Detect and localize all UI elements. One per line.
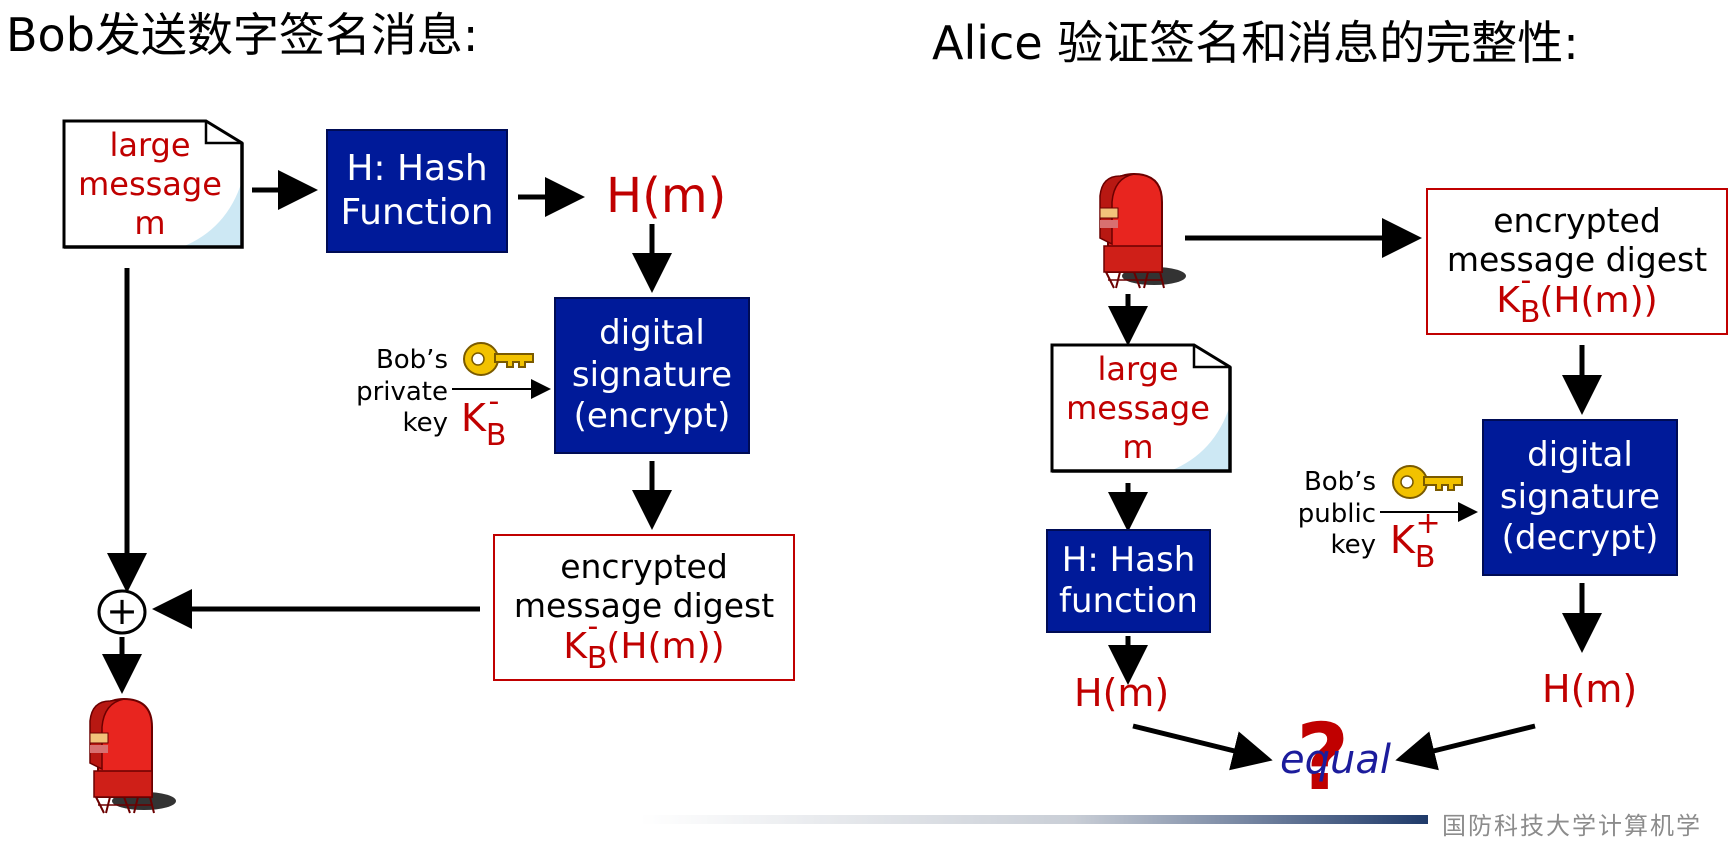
left-sign-box: digital signature (encrypt) [554,297,750,454]
right-hash-box: H: Hash function [1046,529,1211,633]
plus-symbol: + [106,589,138,633]
right-message-text: large message m [1066,350,1210,467]
left-key-symbol: KB- [461,384,507,453]
question-mark: ? [1296,704,1350,811]
left-digest-formula: KB-(H(m)) [563,608,725,676]
equal-label: equal [1280,737,1391,783]
plus-circle-icon [97,589,147,635]
left-hm-label: H(m) [606,168,727,224]
document-icon [62,119,244,249]
left-digest-box: encrypted message digest KB-(H(m)) [493,534,795,681]
right-key-symbol: KB+ [1390,506,1441,575]
right-hm-left-label: H(m) [1074,671,1170,715]
key-icon [463,342,534,376]
right-hm-right-label: H(m) [1542,667,1638,711]
right-title: Alice 验证签名和消息的完整性: [932,16,1579,70]
left-message-text: large message m [78,126,222,243]
left-title: Bob发送数字签名消息: [6,8,479,62]
left-key-label: Bob’s private key [356,345,448,439]
arrow-hm-left-to-equal [1132,723,1273,771]
footer-text: 国防科技大学计算机学 [1442,812,1702,840]
right-verify-box: digital signature (decrypt) [1482,419,1678,576]
document-icon [1050,343,1232,473]
key-icon [1392,465,1463,499]
arrow-hm-right-to-equal [1395,723,1536,771]
mailbox-icon [1099,172,1186,289]
left-hash-box: H: Hash Function [326,129,508,253]
right-digest-formula: KB-(H(m)) [1496,262,1658,330]
right-key-label: Bob’s public key [1297,467,1376,561]
mailbox-icon [89,697,176,814]
right-digest-box: encrypted message digest KB-(H(m)) [1426,188,1728,335]
footer-bar [640,815,1428,824]
